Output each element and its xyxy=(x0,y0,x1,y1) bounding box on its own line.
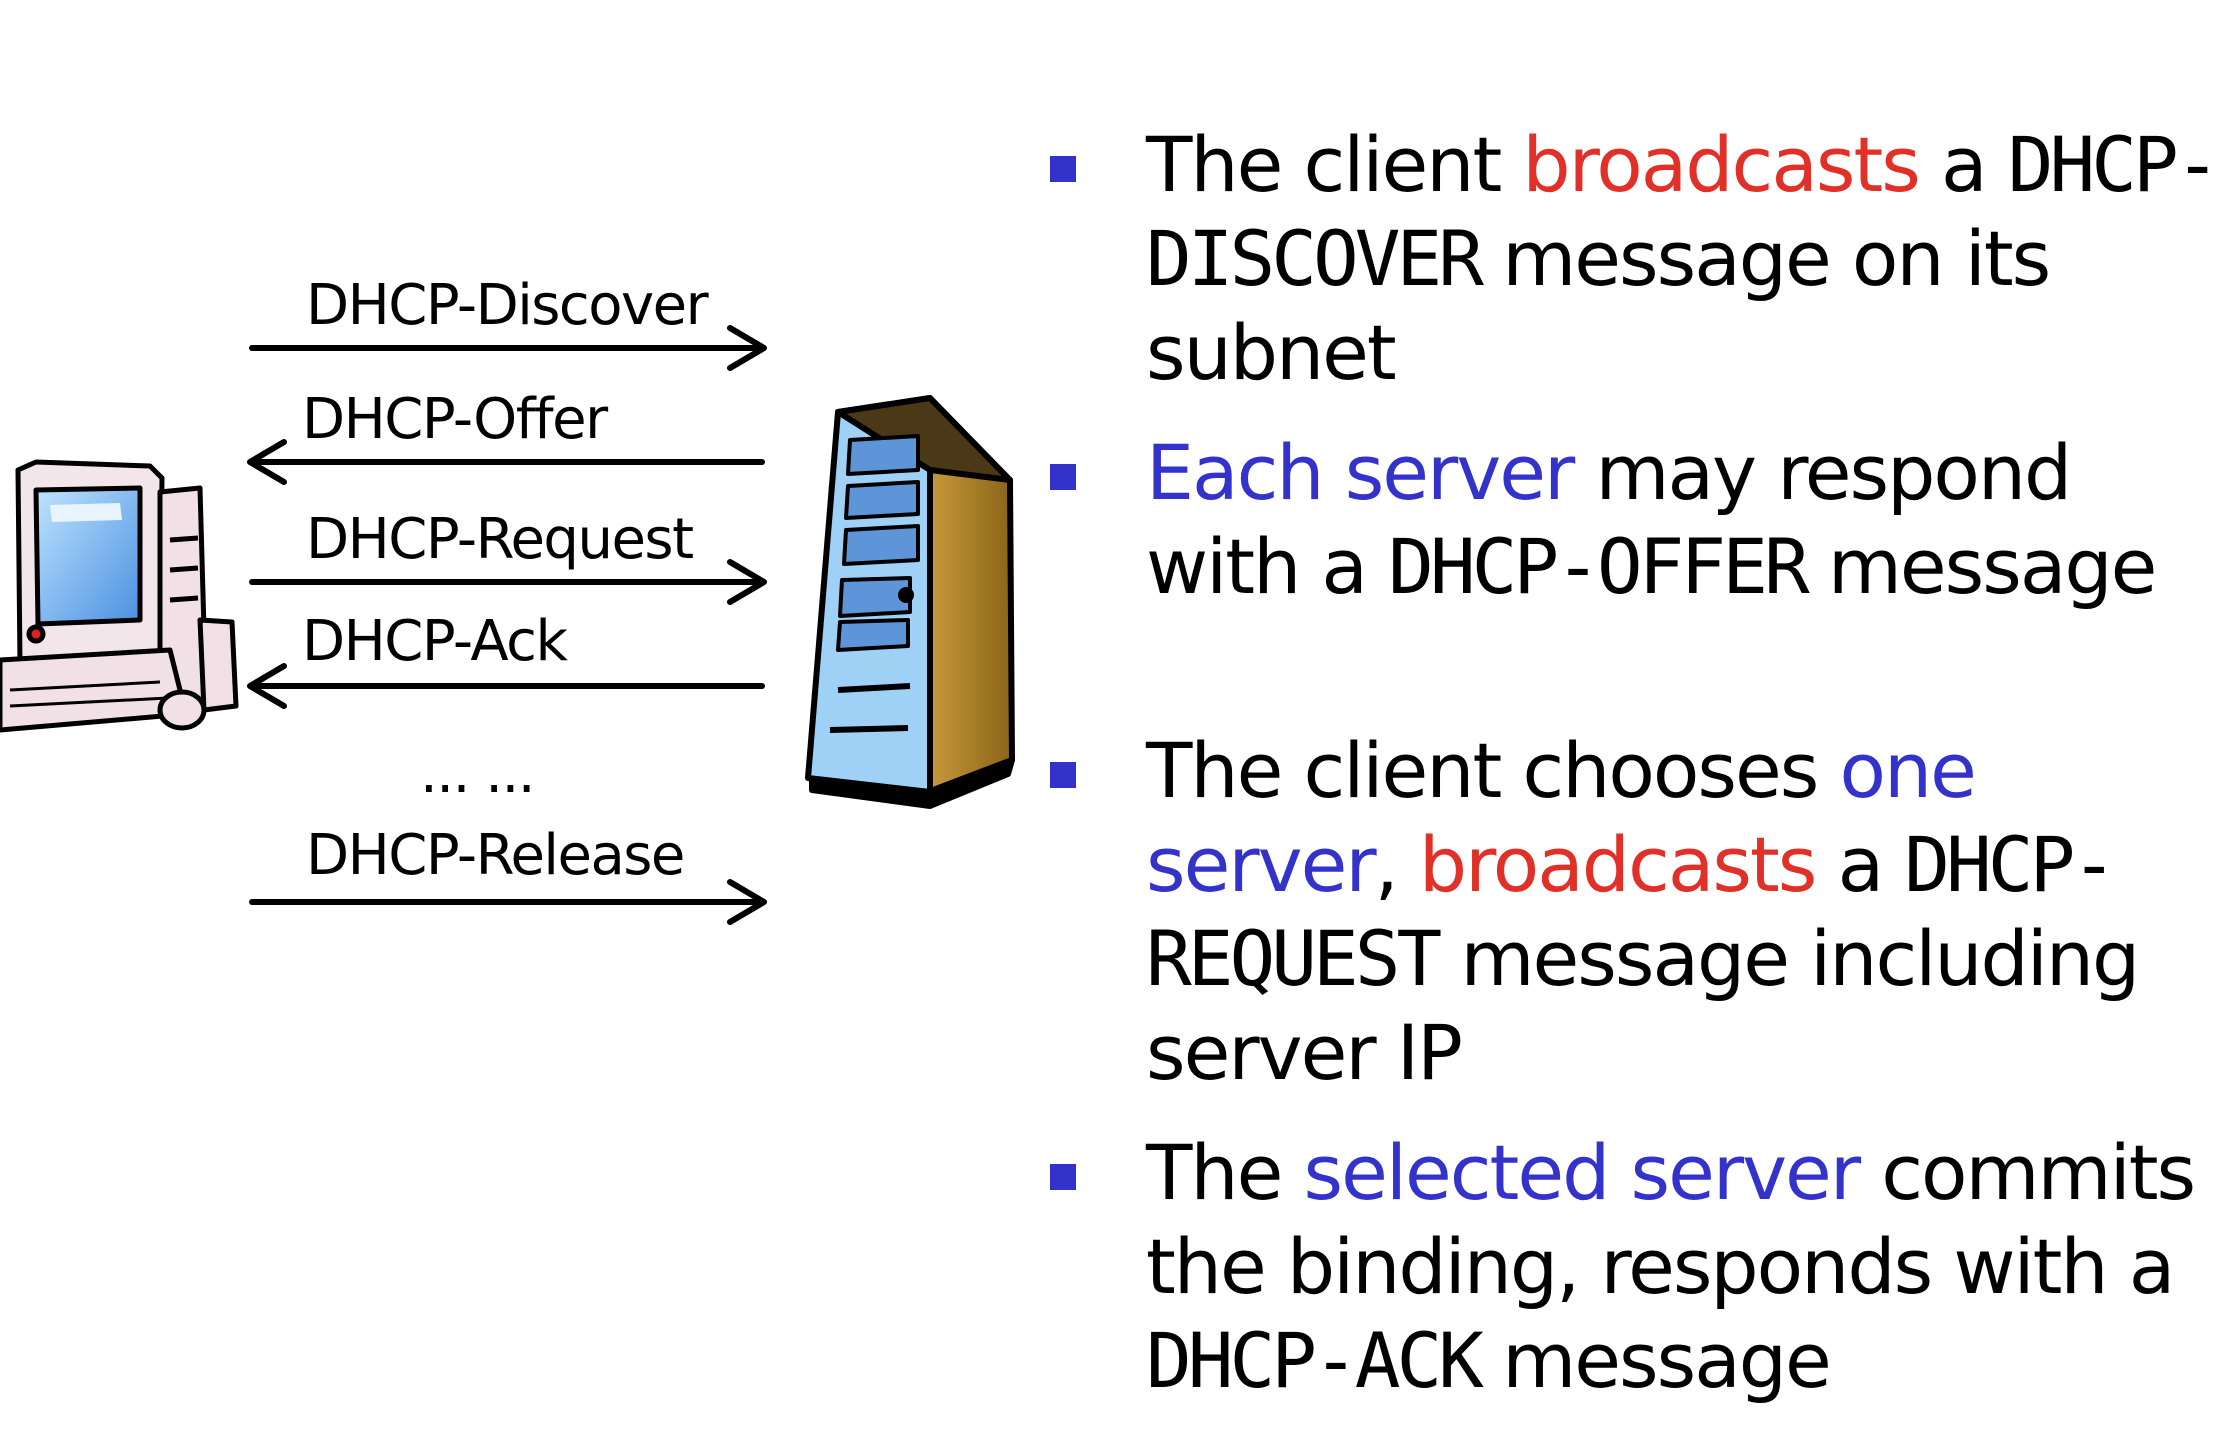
bullet-text: a xyxy=(1815,820,1905,909)
label-dhcp-discover: DHCP-Discover xyxy=(306,273,709,338)
bullet-text: message including server IP xyxy=(1146,914,2140,1097)
highlight-broadcasts: broadcasts xyxy=(1418,820,1817,909)
arrow-dhcp-release xyxy=(249,879,767,925)
bullet-text: The client xyxy=(1146,120,1523,209)
bullet-text: message xyxy=(1805,522,2158,611)
code-dhcp-request: DHCP-REQUEST xyxy=(1146,820,2117,1003)
label-dhcp-release: DHCP-Release xyxy=(306,823,685,888)
highlight-each-server: Each server xyxy=(1146,428,1575,517)
arrow-dhcp-discover xyxy=(249,325,767,371)
dhcp-steps-list: The client broadcasts a DHCP-DISCOVER me… xyxy=(1050,118,2240,1434)
code-dhcp-offer: DHCP-OFFER xyxy=(1388,522,1810,611)
bullet-text: The xyxy=(1146,1128,1304,1217)
highlight-broadcasts: broadcasts xyxy=(1522,120,1920,209)
highlight-selected-server: selected server xyxy=(1303,1128,1862,1217)
bullet-marker xyxy=(1050,156,1076,182)
bullet-ack: The selected server commits the binding,… xyxy=(1050,1126,2240,1408)
desktop-computer-icon xyxy=(0,459,239,733)
arrow-dhcp-request xyxy=(249,559,767,605)
bullet-text: message xyxy=(1480,1316,1832,1405)
bullet-marker xyxy=(1050,464,1076,490)
ellipsis-label: ... ... xyxy=(420,741,536,806)
bullet-text: a xyxy=(1918,120,2008,209)
bullet-offer: Each server may respond with a DHCP-OFFE… xyxy=(1050,426,2240,614)
bullet-text: The client chooses xyxy=(1146,726,1840,815)
dhcp-sequence-diagram xyxy=(0,325,1015,925)
highlight-one-server: one server xyxy=(1146,726,1977,909)
label-dhcp-request: DHCP-Request xyxy=(306,507,694,572)
bullet-text: message on its subnet xyxy=(1146,214,2051,397)
server-tower-icon xyxy=(805,395,1015,809)
label-dhcp-offer: DHCP-Offer xyxy=(302,387,608,452)
bullet-request: The client chooses one server, broadcast… xyxy=(1050,724,2240,1100)
label-dhcp-ack: DHCP-Ack xyxy=(302,609,568,674)
arrow-dhcp-offer xyxy=(247,439,765,485)
bullet-discover: The client broadcasts a DHCP-DISCOVER me… xyxy=(1050,118,2240,400)
bullet-text: commits the binding, responds with a xyxy=(1146,1128,2196,1311)
bullet-text: may respond with a xyxy=(1146,428,2072,611)
bullet-marker xyxy=(1050,1164,1076,1190)
bullet-marker xyxy=(1050,762,1076,788)
code-dhcp-discover: DHCP-DISCOVER xyxy=(1146,120,2221,303)
bullet-text: , xyxy=(1374,820,1419,909)
arrow-dhcp-ack xyxy=(247,663,765,709)
code-dhcp-ack: DHCP-ACK xyxy=(1146,1316,1484,1405)
